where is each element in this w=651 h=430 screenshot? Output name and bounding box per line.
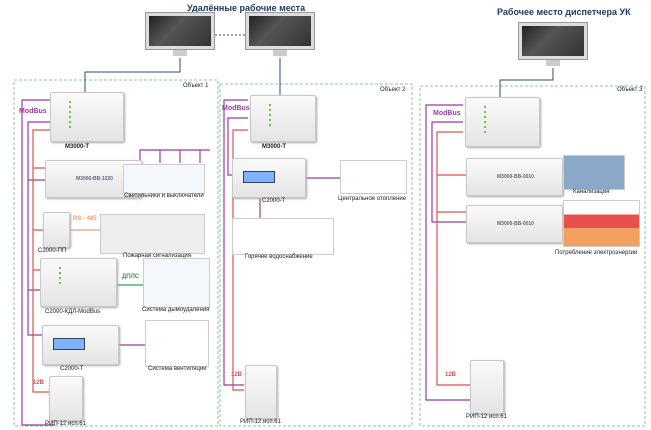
energy-label: Потребление электроэнергии [555,250,638,256]
module-label: M3000-ВВ-1020 [76,176,113,182]
object-2-frame [219,83,413,427]
energy-chart-image [563,200,640,247]
remote-workstations-title: Удалённые рабочие места [187,3,306,13]
modbus-label: ModBus [19,108,47,115]
ventilation-image [145,320,209,367]
heating-label: Центральное отопление [338,196,407,202]
module-label: M3000-ВВ-0010 [497,174,534,180]
controller-label: M3000-T [65,144,90,150]
rs485-label: RS - 485 [73,216,97,222]
object-3-label: Объект 3 [617,87,643,93]
power-label: РИП-12 исп.61 [45,421,86,427]
monitor-remote-1 [145,12,215,58]
m3000-t-controller [250,95,316,142]
m3000-t-controller [465,97,540,147]
modbus-label: ModBus [433,110,461,117]
kdl-label: С2000-КДЛ-ModBus [45,309,101,315]
sewage-label: Канализация [573,189,610,195]
voltage-label: 12В [445,372,457,378]
modbus-label: ModBus [222,105,250,112]
c2000-t-device [232,158,306,198]
monitor-remote-2 [245,12,315,58]
hot-water-image [232,218,334,255]
m3000-t-controller [50,92,124,142]
io-module-2: M3000-ВВ-0010 [466,205,563,243]
vent-label: Система вентиляции [148,366,207,372]
heating-image [340,160,407,194]
power-label: РИП-12 исп.61 [240,419,281,425]
module-label: M3000-ВВ-0010 [497,221,534,227]
dispatcher-workstation-title: Рабочее место диспетчера УК [497,7,631,17]
sewage-image [563,155,625,190]
fire-alarm-image [100,214,205,254]
controller-label: M3000-T [262,144,287,150]
c2000-pp-device [43,212,70,248]
monitor-dispatcher [518,22,588,68]
object-3-frame [419,85,646,427]
object-1-frame [13,79,219,427]
pp-label: С2000-ПП [38,248,67,254]
c2000-t-device [42,325,119,365]
voltage-label: 12В [33,380,45,386]
hotwater-label: Горячее водоснабжение [245,254,313,260]
power-supply [49,376,83,421]
power-lines [32,129,470,393]
lighting-label: Светильники и выключатели [124,193,204,199]
power-supply [470,360,504,414]
power-label: РИП-12 исп.61 [466,414,507,420]
dpls-label: ДПЛС [122,274,140,280]
c2000t-label: С2000-Т [262,198,286,204]
voltage-label: 12В [231,372,243,378]
network-lines [84,34,554,97]
io-module-1: M3000-ВВ-0010 [466,158,563,196]
lamps-image [123,164,205,194]
c2000-kdl-device [40,258,117,307]
object-1-label: Объект 1 [183,83,209,89]
fire-label: Пожарная сигнализация [123,253,192,259]
power-supply [245,365,277,419]
c2000t-label: С2000-Т [60,366,84,372]
smoke-label: Система дымоудаления [142,307,210,313]
object-2-label: Объект 2 [380,87,406,93]
smoke-system-image [143,258,210,308]
